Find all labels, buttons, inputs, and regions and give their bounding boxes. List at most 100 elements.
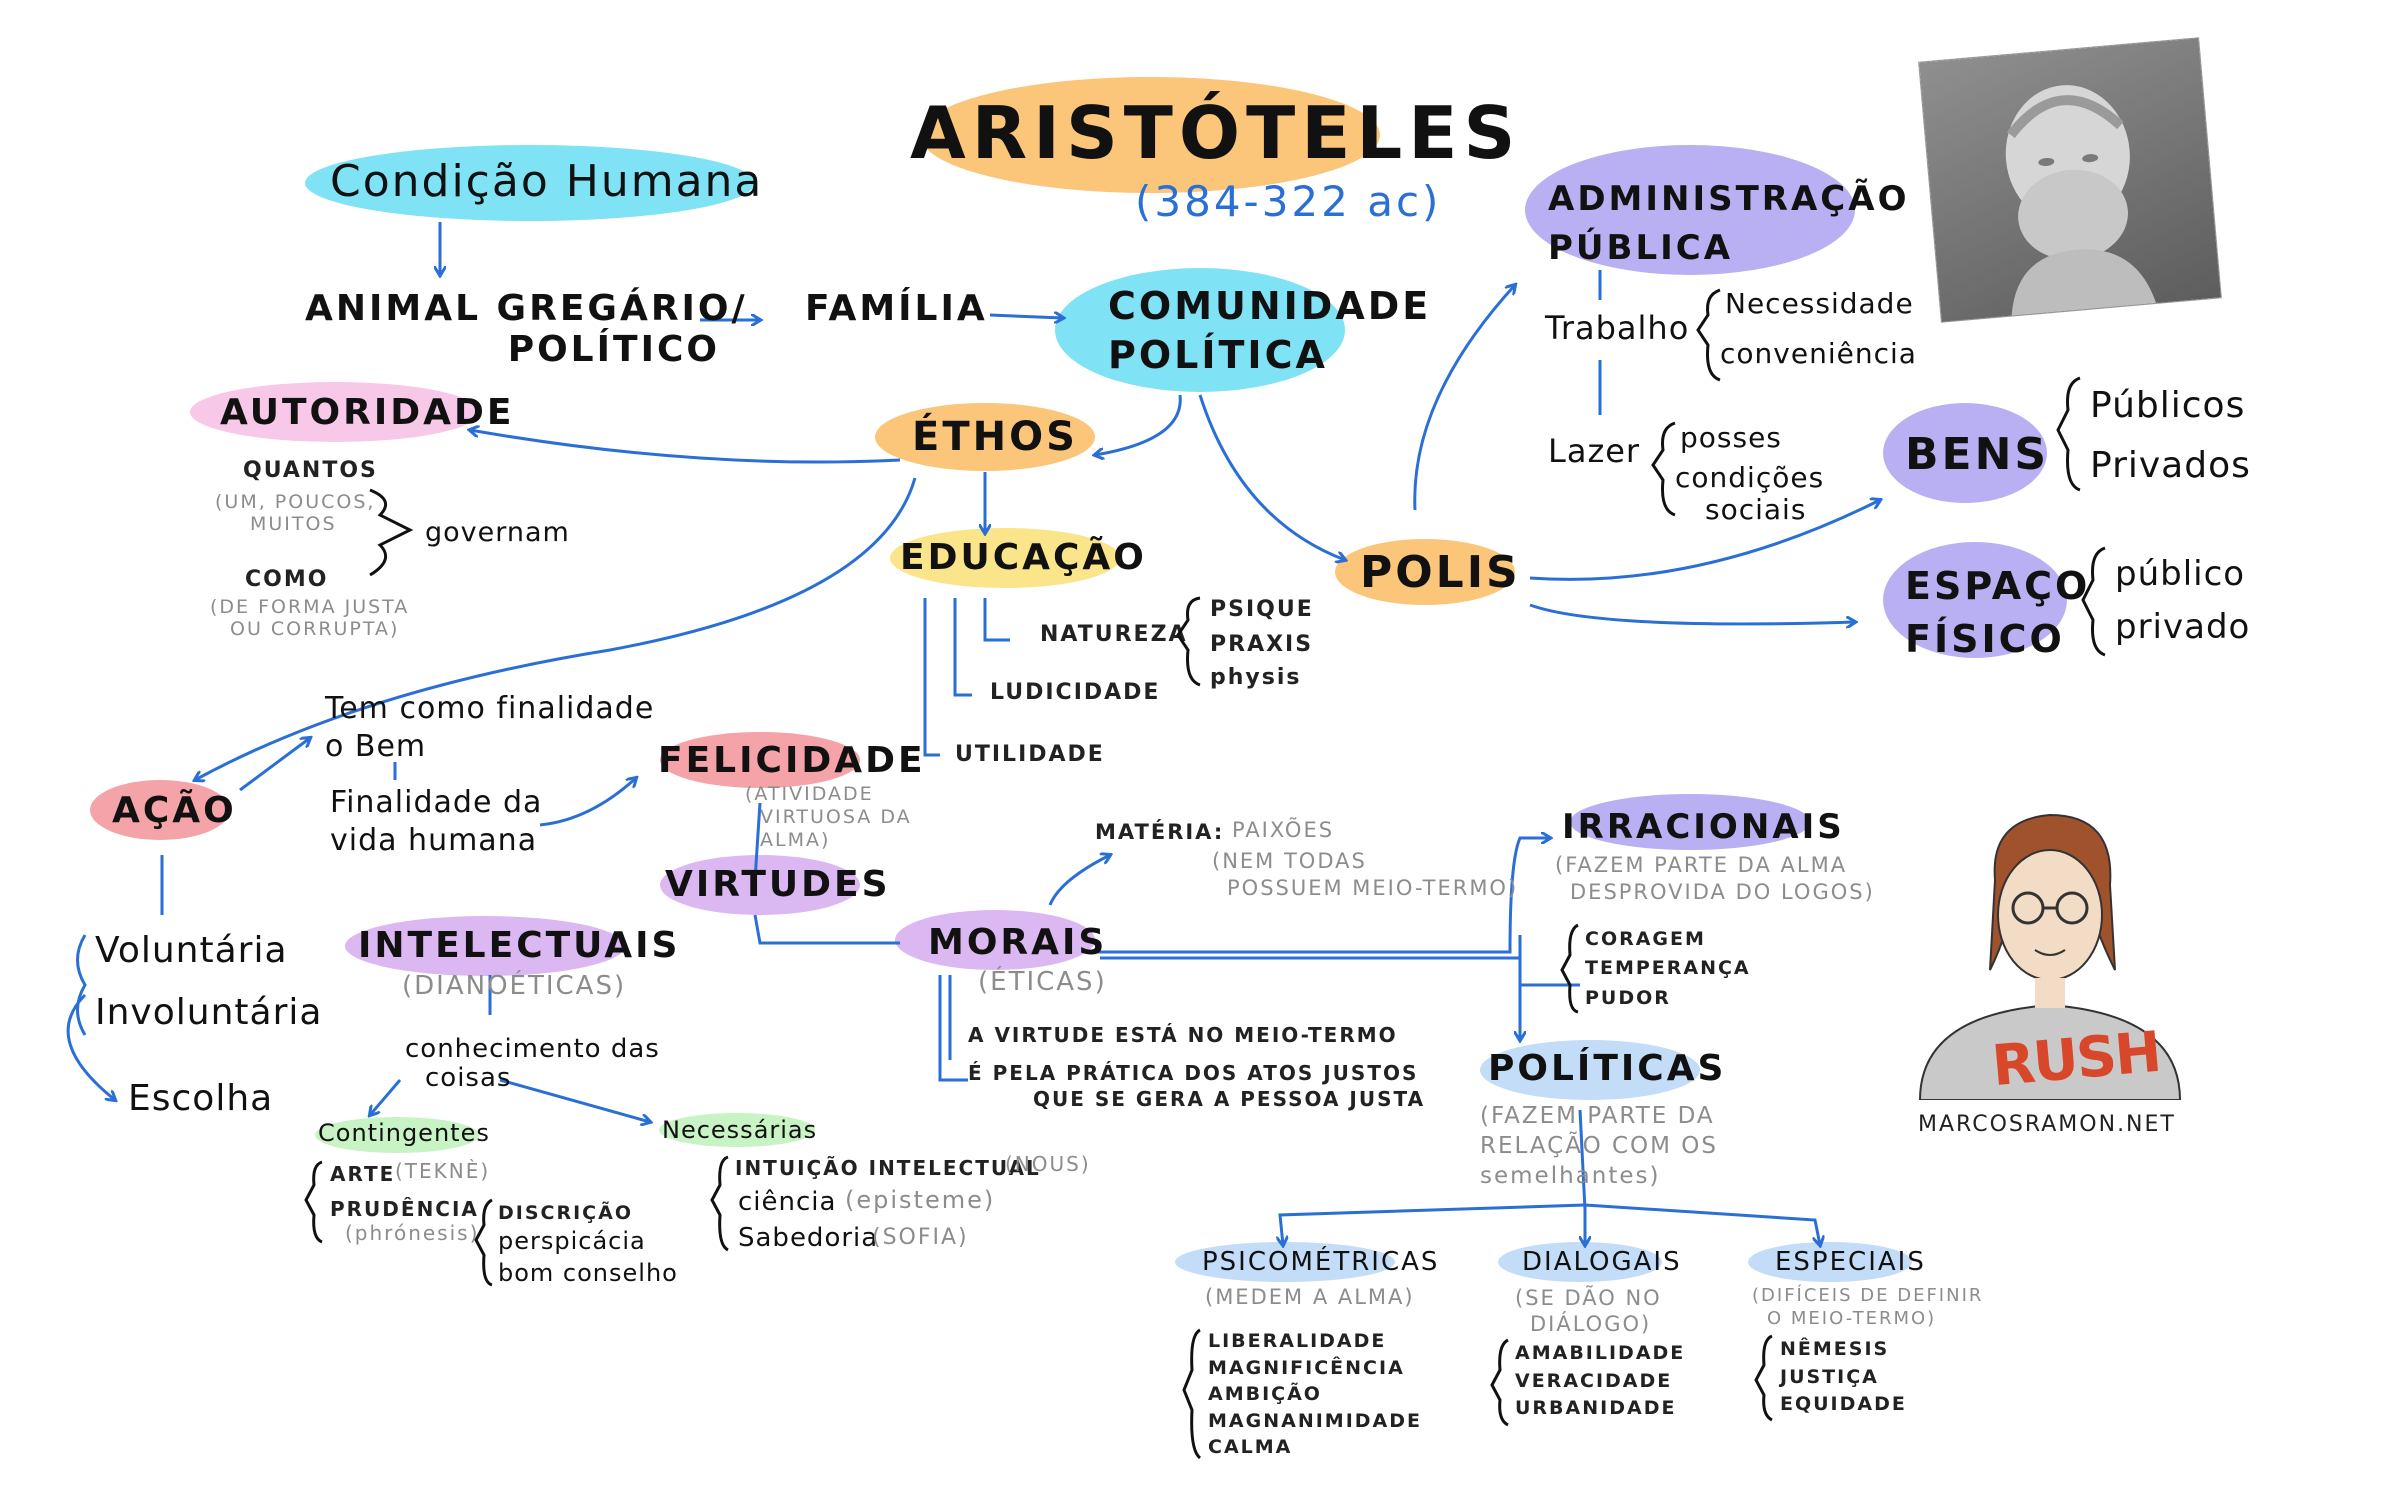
- dialogais-item: VERACIDADE: [1515, 1369, 1673, 1392]
- irracionais-item: CORAGEM: [1585, 928, 1706, 950]
- intuicao-note: (NOUS): [1005, 1152, 1091, 1176]
- sabedoria-label: Sabedoria: [738, 1223, 879, 1253]
- tem-line-1: Tem como finalidade: [325, 691, 655, 726]
- especiais-label: ESPECIAIS: [1775, 1247, 1926, 1277]
- condicoes-label: condições: [1675, 461, 1825, 494]
- irracionais-note-2: DESPROVIDA DO LOGOS): [1570, 880, 1875, 905]
- irracionais-item: PUDOR: [1585, 986, 1671, 1009]
- politicas-label: POLÍTICAS: [1488, 1048, 1727, 1089]
- autoridade-label: AUTORIDADE: [220, 392, 515, 433]
- espaco-line-1: ESPAÇO: [1905, 564, 2091, 608]
- espaco-line-2: FÍSICO: [1905, 617, 2065, 662]
- utilidade-label: UTILIDADE: [955, 742, 1105, 767]
- praxis-label: PRAXIS: [1210, 632, 1314, 657]
- conhecimento-line-2: coisas: [425, 1062, 512, 1093]
- espaco-fisico: ESPAÇO FÍSICO: [1905, 560, 2090, 666]
- politicas-note-2: RELAÇÃO COM OS: [1480, 1132, 1719, 1159]
- bens-publicos: Públicos: [2090, 385, 2246, 426]
- espaco-privado: privado: [2115, 607, 2251, 647]
- necessarias-label: Necessárias: [662, 1116, 818, 1144]
- administracao-line-1: ADMINISTRAÇÃO: [1548, 179, 1910, 219]
- bom-conselho-label: bom conselho: [498, 1259, 678, 1287]
- prudencia-label: PRUDÊNCIA: [330, 1197, 479, 1221]
- meio-termo-text: A VIRTUDE ESTÁ NO MEIO-TERMO: [968, 1023, 1398, 1047]
- psicometricas-list: LIBERALIDADE MAGNIFICÊNCIA AMBIÇÃO MAGNA…: [1208, 1328, 1422, 1461]
- irracionais-label: IRRACIONAIS: [1562, 807, 1845, 847]
- especiais-item: NÊMESIS: [1780, 1338, 1890, 1360]
- quantos-note-2: MUITOS: [250, 512, 337, 535]
- quantos-note: (UM, POUCOS, MUITOS: [215, 491, 376, 536]
- felicidade-label: FELICIDADE: [658, 740, 926, 781]
- irracionais-note-1: (FAZEM PARTE DA ALMA: [1555, 853, 1848, 877]
- psicometricas-label: PSICOMÉTRICAS: [1202, 1247, 1440, 1277]
- irracionais-list: CORAGEM TEMPERANÇA PUDOR: [1585, 925, 1751, 1013]
- prudencia-note: (phrónesis): [345, 1221, 480, 1245]
- bens-privados: Privados: [2090, 445, 2251, 486]
- psique-label: PSIQUE: [1210, 597, 1314, 622]
- posses-label: posses: [1680, 421, 1782, 454]
- pratica-line-2: QUE SE GERA A PESSOA JUSTA: [1033, 1087, 1426, 1111]
- conhecimento-line-1: conhecimento das: [405, 1034, 660, 1064]
- lifespan-dates: (384-322 ac): [1135, 177, 1442, 226]
- como-label: COMO: [245, 567, 329, 592]
- especiais-note-1: (DIFÍCEIS DE DEFINIR: [1752, 1285, 1984, 1306]
- felicidade-note-2: VIRTUOSA DA: [760, 805, 912, 828]
- psicometricas-item: AMBIÇÃO: [1208, 1383, 1322, 1406]
- involuntaria-label: Involuntária: [95, 992, 323, 1033]
- lazer-label: Lazer: [1548, 432, 1641, 470]
- condicao-humana: Condição Humana: [330, 156, 764, 207]
- familia-label: FAMÍLIA: [805, 288, 988, 329]
- pratica-line-1: É PELA PRÁTICA DOS ATOS JUSTOS: [968, 1061, 1419, 1085]
- psicometricas-note: (MEDEM A ALMA): [1205, 1285, 1415, 1309]
- sabedoria-note: (SOFIA): [872, 1225, 969, 1250]
- author-avatar-icon: [1918, 813, 2182, 1101]
- psicometricas-item: MAGNANIMIDADE: [1208, 1409, 1422, 1432]
- dialogais-item: AMABILIDADE: [1515, 1342, 1686, 1364]
- psicometricas-item: MAGNIFICÊNCIA: [1208, 1356, 1405, 1379]
- irracionais-item: TEMPERANÇA: [1585, 957, 1751, 980]
- como-note: (DE FORMA JUSTA OU CORRUPTA): [210, 596, 410, 641]
- politicas-note-3: semelhantes): [1480, 1162, 1661, 1189]
- espaco-publico: público: [2115, 554, 2246, 594]
- finalidade-vida: Finalidade da vida humana: [330, 784, 542, 859]
- animal-gregario-label: ANIMAL GREGÁRIO/ POLÍTICO: [305, 288, 748, 371]
- especiais-list: NÊMESIS JUSTIÇA EQUIDADE: [1780, 1336, 1907, 1419]
- psicometricas-item: CALMA: [1208, 1436, 1293, 1459]
- especiais-item: EQUIDADE: [1780, 1393, 1907, 1416]
- comunidade-line-2: POLÍTICA: [1108, 333, 1328, 378]
- escolha-label: Escolha: [128, 1078, 274, 1119]
- especiais-note: (DIFÍCEIS DE DEFINIR O MEIO-TERMO): [1752, 1285, 1983, 1330]
- aristotle-bust-image: [1919, 38, 2221, 322]
- sociais-label: sociais: [1705, 493, 1807, 526]
- necessidade-label: Necessidade: [1725, 287, 1914, 320]
- ethos-label: ÉTHOS: [912, 414, 1078, 460]
- virtudes-label: VIRTUDES: [665, 864, 891, 905]
- materia-label: MATÉRIA:: [1095, 820, 1225, 844]
- dialogais-item: URBANIDADE: [1515, 1397, 1677, 1420]
- felicidade-note: (ATIVIDADE VIRTUOSA DA ALMA): [745, 783, 912, 851]
- psicometricas-item: LIBERALIDADE: [1208, 1330, 1387, 1352]
- quantos-label: QUANTOS: [243, 458, 378, 483]
- page-title: ARISTÓTELES: [910, 91, 1522, 175]
- acao-label: AÇÃO: [112, 790, 237, 831]
- contingentes-label: Contingentes: [318, 1119, 490, 1147]
- como-note-1: (DE FORMA JUSTA: [210, 596, 410, 618]
- trabalho-label: Trabalho: [1545, 309, 1690, 347]
- governam-label: governam: [425, 517, 570, 548]
- paixoes-note: (NEM TODAS POSSUEM MEIO-TERMO): [1212, 848, 1518, 903]
- comunidade-politica: COMUNIDADE POLÍTICA: [1108, 282, 1431, 381]
- ciencia-note: (episteme): [845, 1186, 996, 1214]
- conveniencia-label: conveniência: [1720, 337, 1917, 370]
- quantos-note-1: (UM, POUCOS,: [215, 491, 376, 513]
- intelectuais-note: (DIANOÉTICAS): [402, 971, 627, 1001]
- discricao-label: DISCRIÇÃO: [498, 1202, 633, 1224]
